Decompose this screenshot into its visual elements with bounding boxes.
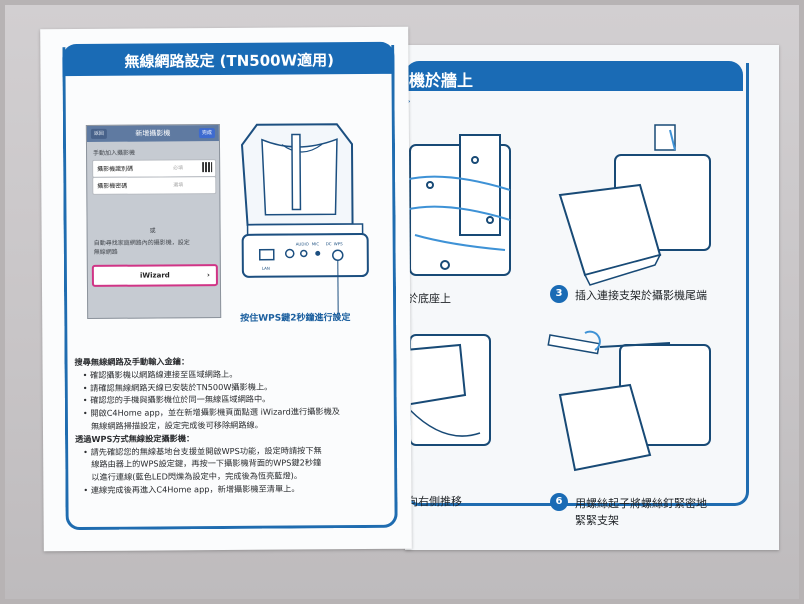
wps-caption: 按住WPS鍵2秒鐘進行設定 xyxy=(240,313,351,324)
left-page-title: 無線網路設定 (TN500W適用) xyxy=(124,51,335,71)
camera-mount-illustration xyxy=(558,124,711,286)
screwdriver-illustration xyxy=(547,330,711,472)
instruction-text: 搜尋無線網路及手動輸入金鑰： • 確認攝影機以網路線連接至區域網路上。 • 請確… xyxy=(74,354,405,497)
step-left-top-text: 於底座上 xyxy=(407,292,451,305)
camera-port-label: LAN xyxy=(262,266,270,271)
iwizard-button: iWizard › xyxy=(91,264,218,287)
phone-auto-text-1: 自動尋找家庭網路內的攝影機，設定 xyxy=(93,239,190,247)
phone-row-value: 必填 xyxy=(173,165,184,172)
phone-manual-label: 手動加入攝影機 xyxy=(93,149,136,157)
phone-row-camera-id: 攝影機識別碼 必填 xyxy=(92,159,217,178)
phone-auto-text-2: 無線網路 xyxy=(93,248,118,256)
phone-row-label: 攝影機識別碼 xyxy=(97,165,134,173)
phone-screenshot: 新增攝影機 返回 完成 手動加入攝影機 攝影機識別碼 必填 攝影機密碼 選填 或… xyxy=(85,124,222,319)
right-page-banner: 機於牆上 xyxy=(405,61,743,91)
right-page-title: 機於牆上 xyxy=(409,71,474,90)
phone-row-value: 選填 xyxy=(173,182,184,189)
phone-or-label: 或 xyxy=(149,227,156,235)
qr-code-icon xyxy=(202,162,213,173)
manual-right-page: 機於牆上 › 於底座上 3 插入連接支架於攝影機尾端 xyxy=(404,45,779,550)
chevron-right-icon: › xyxy=(206,271,210,280)
camera-port-label: AUDIO xyxy=(296,241,309,246)
step6-number: 6 xyxy=(550,493,568,511)
phone-header-title: 新增攝影機 xyxy=(135,129,171,138)
camera-port-label: DC xyxy=(326,241,332,246)
camera-port-label: WPS xyxy=(334,241,343,246)
iwizard-label: iWizard xyxy=(139,271,170,280)
manual-left-page: 無線網路設定 (TN500W適用) 新增攝影機 返回 完成 手動加入攝影機 攝影… xyxy=(40,26,412,552)
wall-bracket-illustration xyxy=(404,134,511,276)
step6-text-line1: 用螺絲起子將螺絲釘緊密地 xyxy=(575,497,707,510)
left-page-banner: 無線網路設定 (TN500W適用) xyxy=(62,41,395,77)
camera-back-illustration: LAN AUDIO MIC DC WPS xyxy=(240,123,369,320)
step-left-bottom-text: 向右側推移 xyxy=(407,495,462,508)
step3-text: 插入連接支架於攝影機尾端 xyxy=(575,289,707,302)
page-arrow: › xyxy=(407,97,411,107)
phone-row-label: 攝影機密碼 xyxy=(97,182,128,190)
camera-port-label: MIC xyxy=(312,241,320,246)
mount-slide-illustration xyxy=(404,334,491,446)
step6-text-line2: 緊緊支架 xyxy=(575,514,619,527)
step3-number: 3 xyxy=(550,285,568,303)
phone-row-camera-password: 攝影機密碼 選填 xyxy=(92,176,217,195)
phone-back-button: 返回 xyxy=(90,128,107,139)
section2-item: • 連線完成後再進入C4Home app，新增攝影機至清單上。 xyxy=(83,483,300,495)
phone-done-button: 完成 xyxy=(198,128,215,139)
